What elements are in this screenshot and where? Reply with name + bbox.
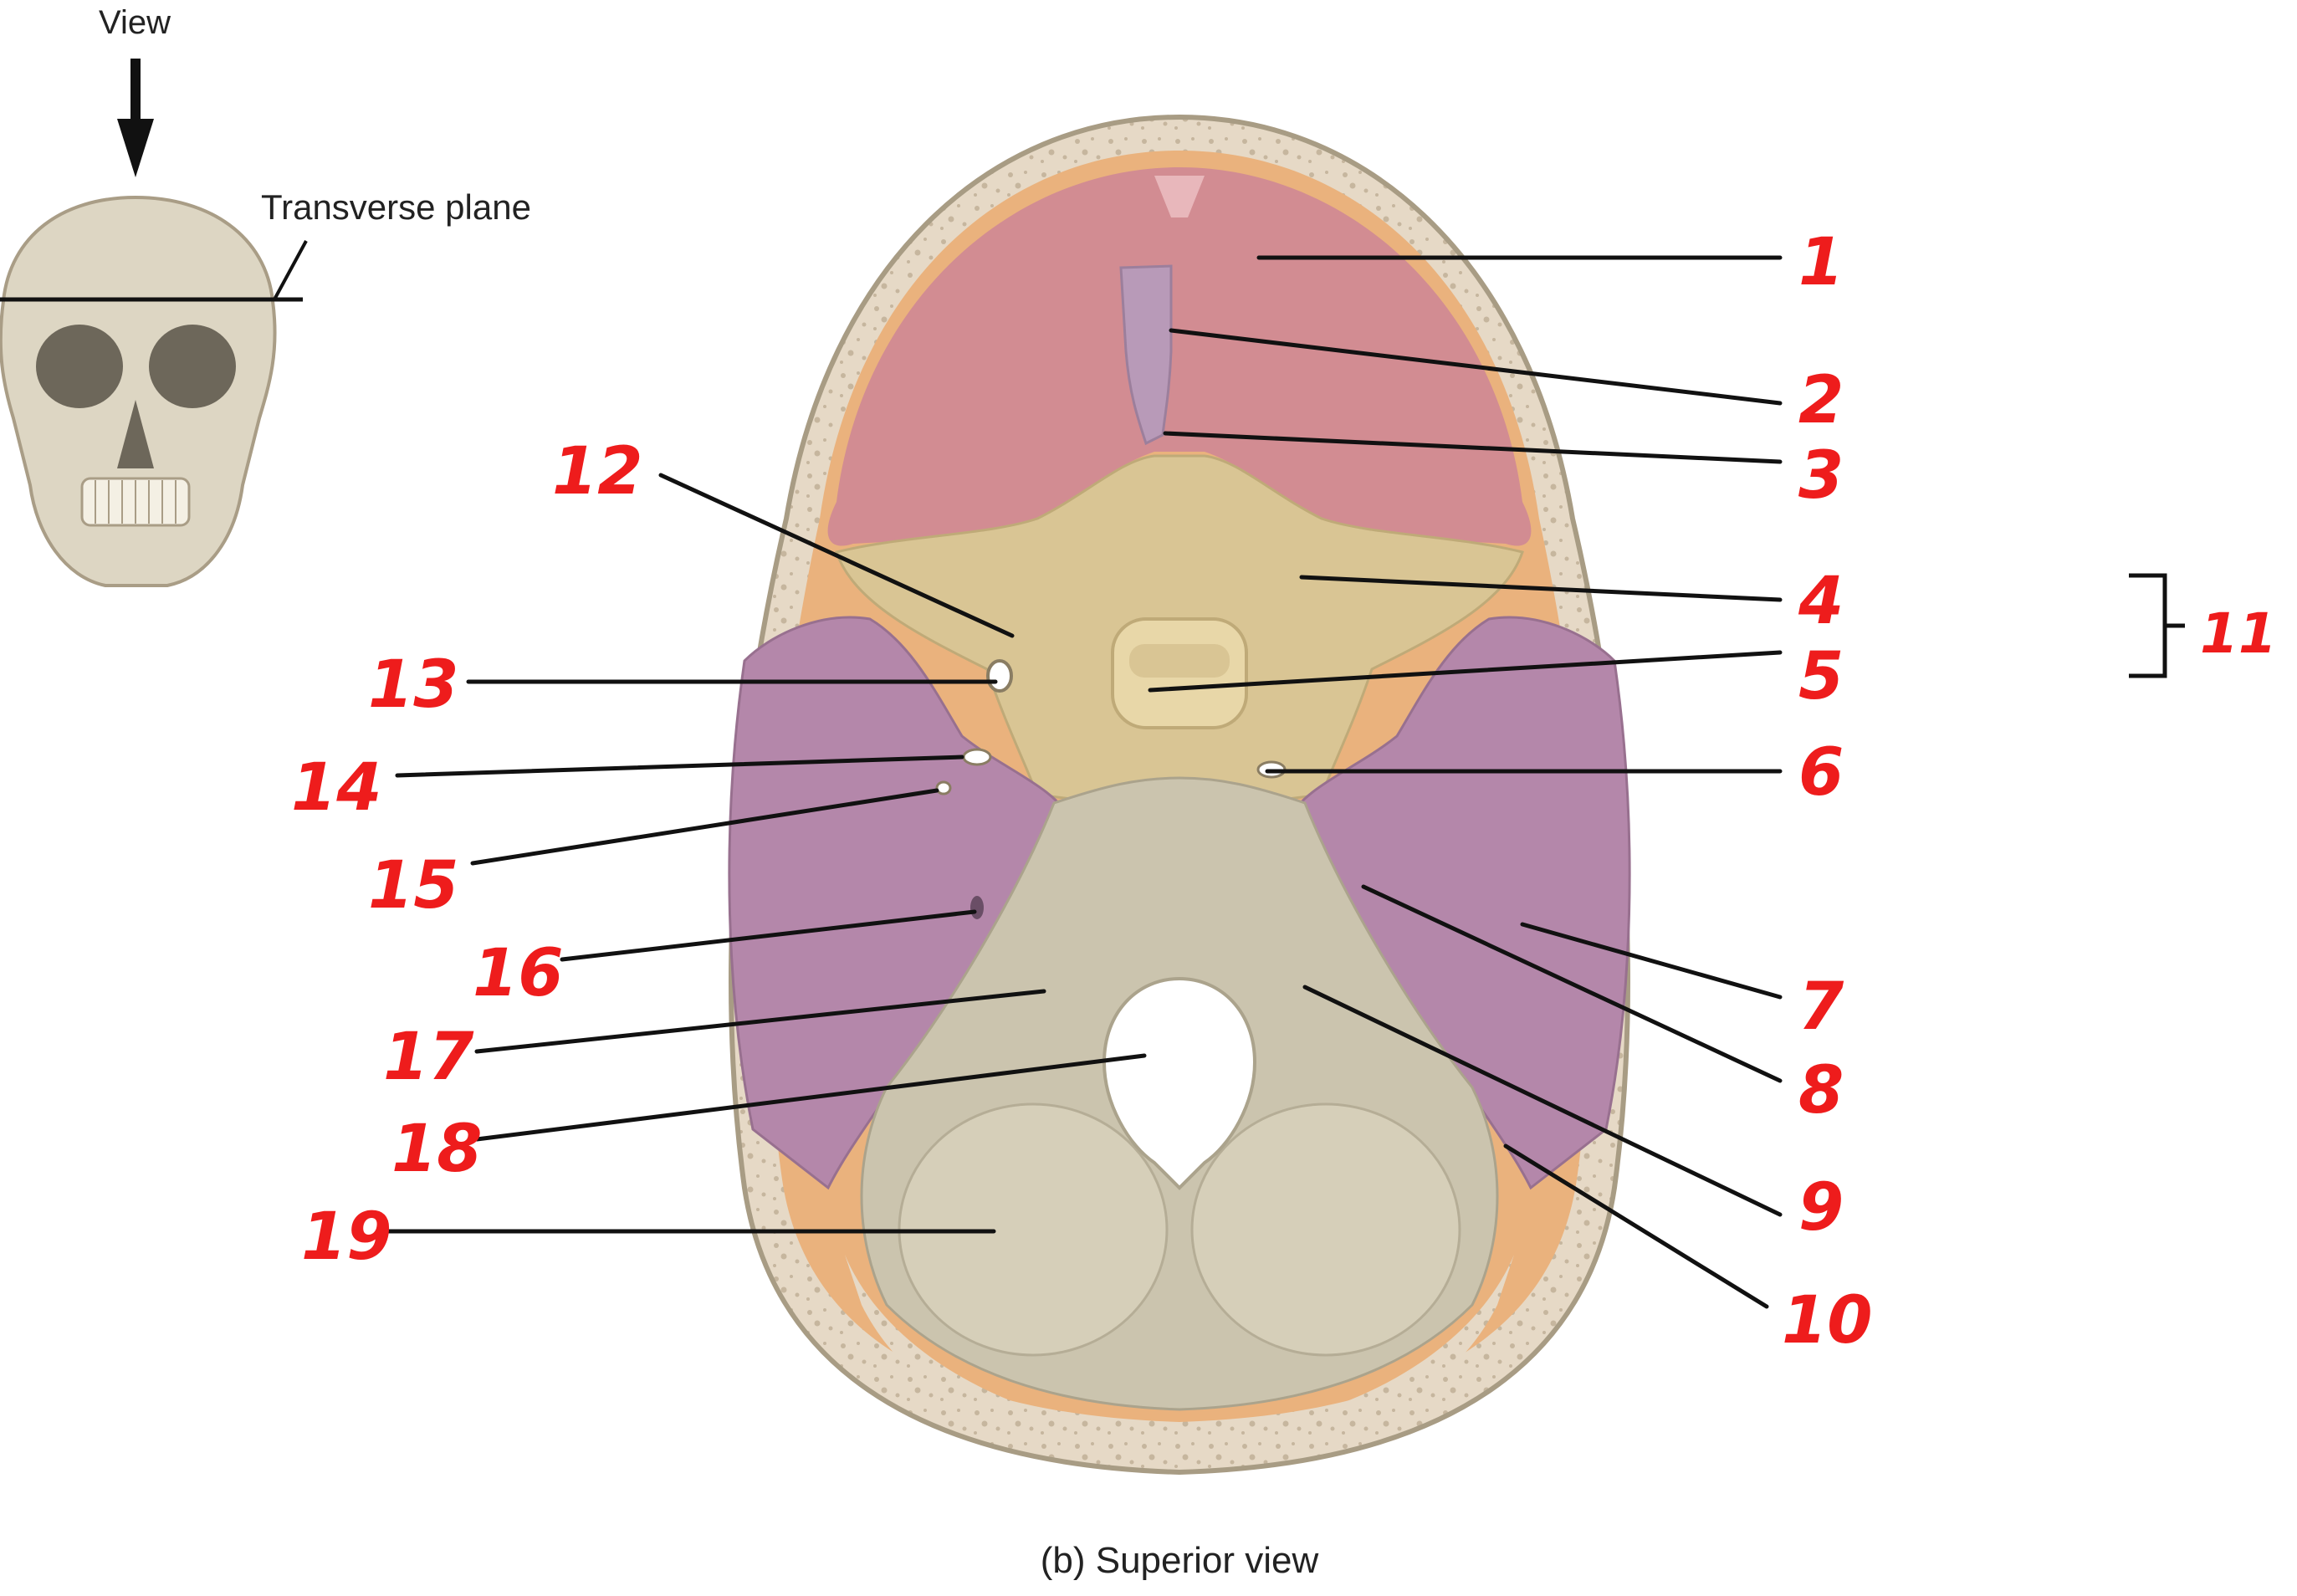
label-12: 12 — [552, 434, 643, 509]
leader-lines — [378, 255, 1783, 1309]
label-1: 1 — [1798, 225, 1844, 300]
frontal-region — [827, 167, 1532, 546]
foramen-16 — [970, 896, 984, 919]
transverse-plane-leader — [273, 240, 308, 300]
inset-left-orbit — [36, 325, 123, 408]
label-10: 10 — [1782, 1283, 1873, 1358]
view-arrow-icon — [117, 59, 154, 177]
foramen-14 — [962, 748, 992, 766]
label-15: 15 — [368, 848, 459, 923]
inset-right-orbit — [149, 325, 236, 408]
label-8: 8 — [1798, 1053, 1844, 1128]
transverse-plane-label: Transverse plane — [261, 187, 531, 227]
label-18: 18 — [391, 1112, 483, 1187]
label-11: 11 — [2200, 601, 2277, 666]
label-2: 2 — [1798, 363, 1844, 438]
bracket-11-icon — [2129, 573, 2185, 678]
foramen-magnum — [1102, 976, 1257, 1190]
label-5: 5 — [1798, 639, 1844, 714]
label-13: 13 — [368, 647, 459, 723]
right-cerebellar-fossa — [1190, 1102, 1461, 1357]
occipital-rim — [845, 1255, 1514, 1460]
label-17: 17 — [383, 1020, 474, 1095]
inset-skull-outline — [0, 195, 277, 587]
label-9: 9 — [1798, 1170, 1844, 1246]
foramen-15 — [935, 780, 952, 795]
inset-nasal-cavity — [117, 400, 154, 468]
foramen-13 — [986, 659, 1013, 693]
label-7: 7 — [1798, 969, 1844, 1045]
label-3: 3 — [1798, 438, 1844, 514]
ethmoid-cribriform — [1119, 264, 1173, 446]
cranial-floor — [728, 114, 1631, 1476]
frontal-crest — [1154, 176, 1205, 217]
label-6: 6 — [1798, 735, 1844, 811]
label-19: 19 — [301, 1200, 392, 1275]
number-labels: 1 2 3 4 5 6 7 8 9 10 11 12 13 14 15 16 1… — [291, 225, 2277, 1358]
label-4: 4 — [1798, 564, 1844, 639]
inset-skull-figure: View Transverse plane — [0, 4, 531, 587]
view-label: View — [99, 4, 171, 41]
label-14: 14 — [291, 750, 382, 826]
label-16: 16 — [473, 936, 564, 1011]
figure-caption: (b) Superior view — [1041, 1540, 1319, 1581]
